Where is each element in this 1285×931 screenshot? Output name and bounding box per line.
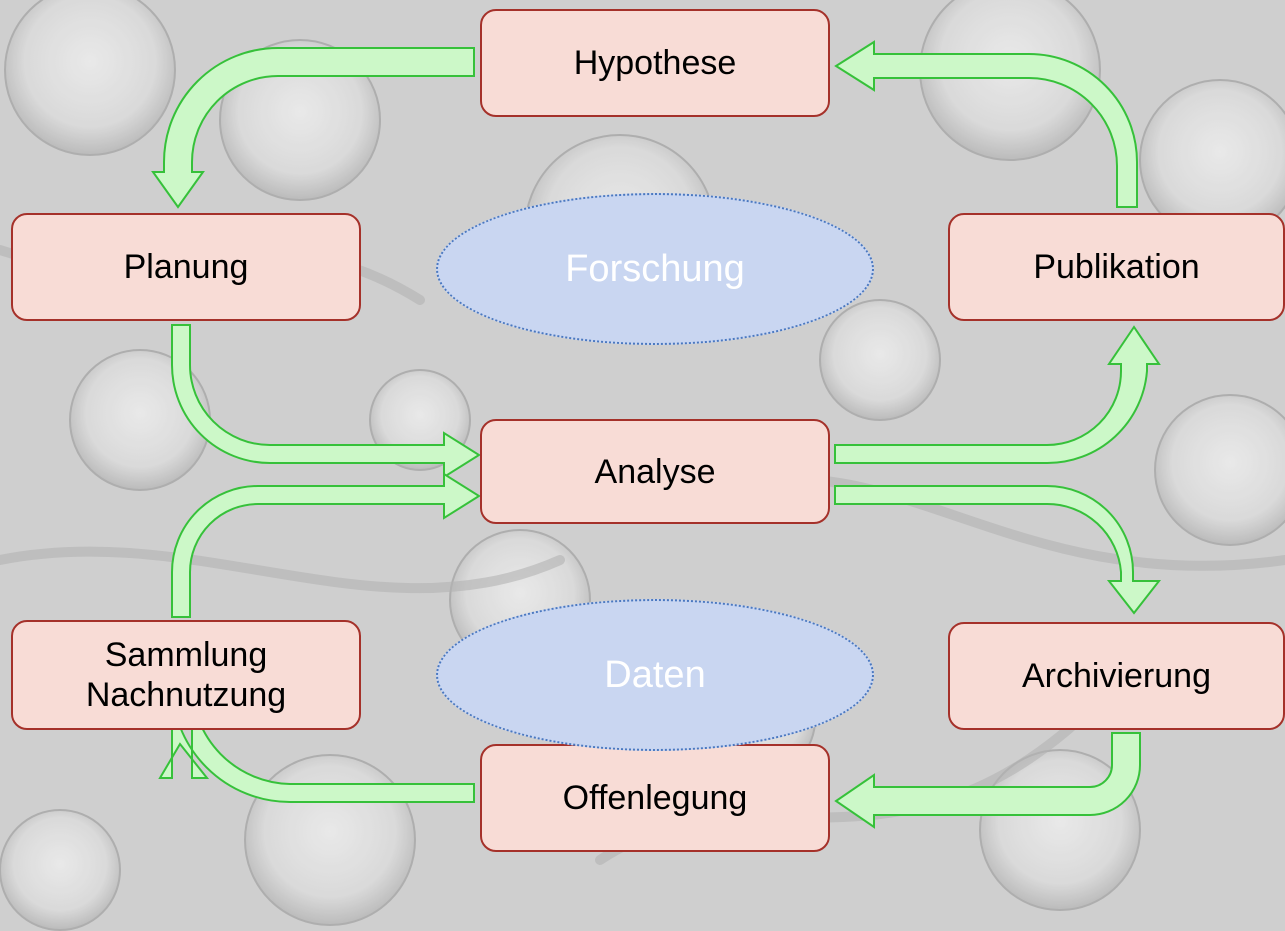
arrow-archivierung-to-offenlegung <box>834 732 1141 829</box>
node-planung: Planung <box>11 213 361 321</box>
node-analyse-label: Analyse <box>594 452 716 491</box>
node-planung-label: Planung <box>123 248 249 286</box>
arrow-analyse-to-archivierung <box>834 485 1162 615</box>
ellipse-daten: Daten <box>436 599 874 751</box>
ellipse-forschung-label: Forschung <box>565 247 745 290</box>
node-archivierung-label: Archivierung <box>1022 657 1211 695</box>
arrow-analyse-to-publikation <box>834 325 1161 465</box>
arrow-publikation-to-hypothese <box>834 40 1138 208</box>
arrow-offenlegung-to-sammlung <box>158 683 475 803</box>
arrow-planung-to-analyse <box>171 324 481 479</box>
node-publikation-label: Publikation <box>1033 248 1200 286</box>
node-hypothese: Hypothese <box>480 9 830 117</box>
arrow-hypothese-to-planung <box>151 47 475 209</box>
ellipse-forschung: Forschung <box>436 193 874 345</box>
arrow-sammlung-to-analyse <box>171 472 481 618</box>
ellipse-daten-label: Daten <box>604 653 706 696</box>
node-offenlegung-label: Offenlegung <box>562 779 748 817</box>
node-offenlegung: Offenlegung <box>480 744 830 852</box>
node-hypothese-label: Hypothese <box>573 44 737 82</box>
node-sammlung-label: Sammlung <box>104 636 268 674</box>
node-analyse: Analyse <box>480 419 830 524</box>
node-archivierung: Archivierung <box>948 622 1285 730</box>
node-publikation: Publikation <box>948 213 1285 321</box>
node-nachnutzung-label: Nachnutzung <box>85 676 287 714</box>
node-sammlung-nachnutzung: Sammlung Nachnutzung <box>11 620 361 730</box>
